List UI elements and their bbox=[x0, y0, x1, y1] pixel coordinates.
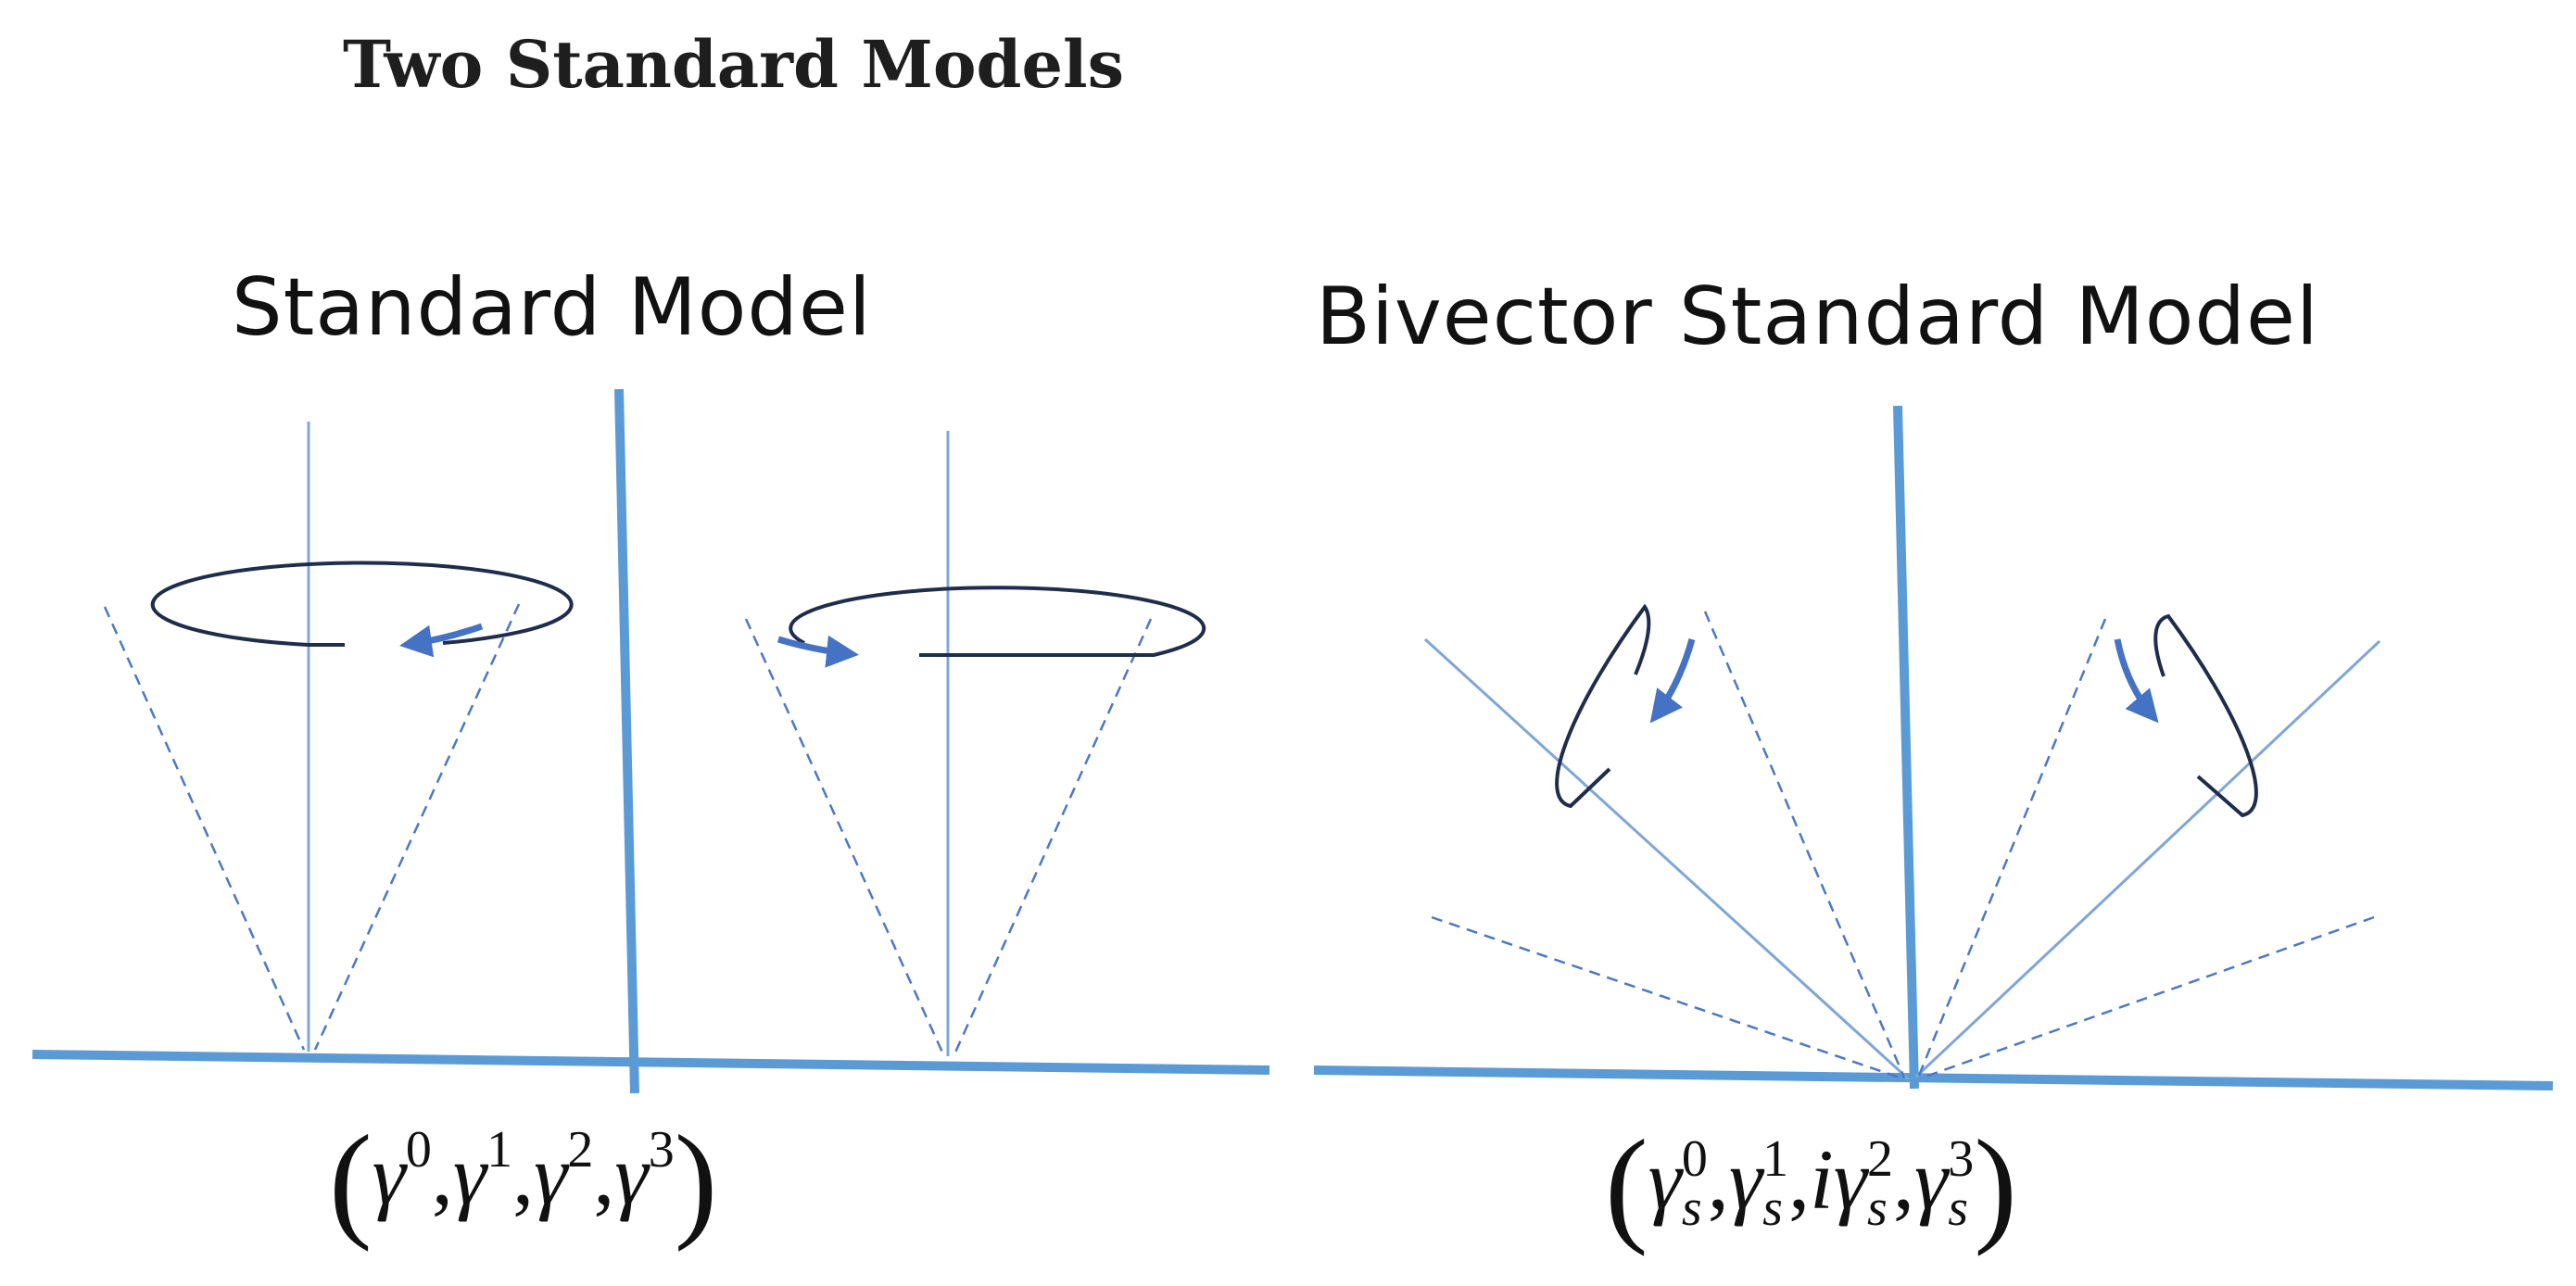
tilted-spin-ellipse bbox=[1555, 603, 1651, 809]
formula-separator: , bbox=[1892, 1132, 1914, 1227]
spin-arrow bbox=[399, 623, 484, 658]
gamma-symbol: γ bbox=[452, 1128, 487, 1222]
gamma-symbol: γ bbox=[534, 1128, 568, 1222]
formula-open-paren: ( bbox=[329, 1109, 373, 1253]
formula-separator: , bbox=[431, 1128, 453, 1222]
spin-arrow bbox=[777, 635, 859, 668]
gamma-symbol: γ bbox=[1833, 1132, 1867, 1227]
cone-edge-dashed bbox=[744, 618, 945, 1055]
vertical-axis-left bbox=[614, 388, 639, 1094]
gamma-superscript: 2 bbox=[567, 1121, 594, 1179]
gamma-superscript: 1 bbox=[1762, 1129, 1789, 1188]
formula-separator: , bbox=[593, 1128, 615, 1222]
gamma-symbol: γ bbox=[1728, 1132, 1763, 1227]
cone-edge-dashed bbox=[953, 618, 1153, 1055]
gamma-symbol: γ bbox=[1648, 1132, 1682, 1227]
gamma-superscript: 0 bbox=[1681, 1129, 1708, 1188]
formula-separator: , bbox=[1707, 1132, 1729, 1227]
gamma-superscript: 3 bbox=[648, 1121, 675, 1179]
spin-cone-right bbox=[744, 431, 1206, 1056]
formula-separator: , bbox=[512, 1128, 535, 1222]
cone-edge-dashed bbox=[1916, 618, 2107, 1078]
gamma-symbol: γ bbox=[614, 1128, 649, 1222]
tilted-spin-arrow bbox=[1649, 638, 1696, 724]
cone-edge-dashed bbox=[1922, 915, 2375, 1079]
gamma-subscript: s bbox=[1866, 1179, 1888, 1237]
horizontal-axis-left bbox=[32, 1050, 1270, 1075]
bivector-standard-model-title: Bivector Standard Model bbox=[1316, 271, 2319, 363]
tilted-spin-cone-right bbox=[1914, 613, 2381, 1079]
tilted-cone-axis bbox=[1914, 639, 2381, 1078]
formula-close-paren: ) bbox=[674, 1109, 718, 1253]
gamma-subscript: s bbox=[1948, 1179, 1969, 1237]
cone-edge-dashed bbox=[1703, 611, 1906, 1078]
horizontal-axis-right bbox=[1313, 1065, 2554, 1091]
spin-cone-left bbox=[103, 422, 574, 1052]
spin-ellipse bbox=[150, 561, 574, 647]
bivector-standard-model-diagram bbox=[1313, 405, 2554, 1091]
imaginary-unit: i bbox=[1810, 1132, 1834, 1227]
gamma-symbol: γ bbox=[372, 1128, 406, 1222]
gamma-subscript: s bbox=[1762, 1179, 1783, 1237]
cone-edge-dashed bbox=[1431, 915, 1900, 1079]
formula-open-paren: ( bbox=[1605, 1114, 1648, 1257]
gamma-superscript: 0 bbox=[405, 1121, 432, 1179]
tilted-spin-cone-left bbox=[1423, 603, 1911, 1081]
gamma-superscript: 3 bbox=[1948, 1129, 1975, 1188]
spin-ellipse bbox=[789, 586, 1206, 657]
standard-model-gamma-basis: (γ0,γ1,γ2,γ3) bbox=[329, 1116, 717, 1246]
gamma-symbol: γ bbox=[1913, 1132, 1949, 1227]
tilted-spin-arrow bbox=[2114, 638, 2159, 724]
gamma-subscript: s bbox=[1681, 1179, 1702, 1237]
gamma-superscript: 2 bbox=[1866, 1129, 1893, 1188]
gamma-superscript: 1 bbox=[486, 1121, 513, 1179]
vertical-axis-right bbox=[1893, 405, 1919, 1090]
formula-close-paren: ) bbox=[1974, 1114, 2017, 1257]
standard-model-title: Standard Model bbox=[232, 261, 872, 354]
page-title: Two Standard Models bbox=[343, 26, 1125, 103]
standard-model-diagram bbox=[32, 388, 1270, 1094]
tilted-spin-ellipse bbox=[2153, 613, 2258, 818]
formula-separator: , bbox=[1788, 1132, 1811, 1227]
cone-edge-dashed bbox=[103, 606, 306, 1051]
cone-edge-dashed bbox=[313, 603, 521, 1051]
tilted-cone-axis bbox=[1423, 637, 1911, 1081]
